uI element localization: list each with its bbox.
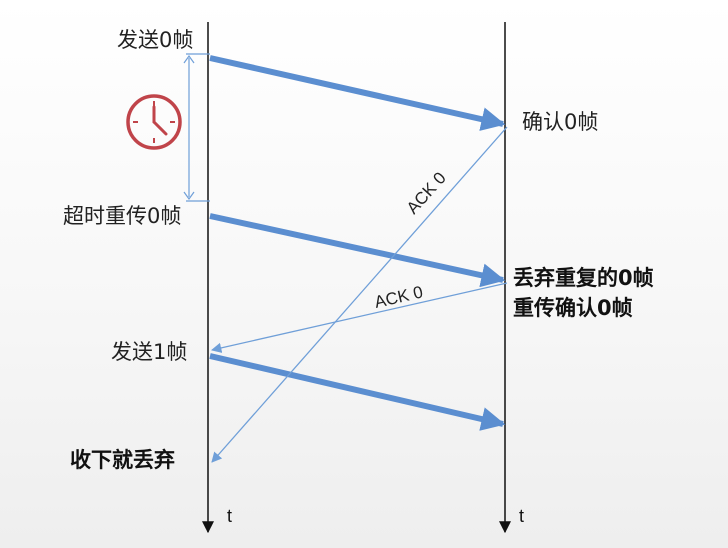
clock-icon [126, 94, 182, 150]
send-frame0-label: 发送0帧 [117, 28, 194, 52]
sender-time-label: t [227, 506, 233, 526]
discard-duplicate-label: 丢弃重复的0帧 [513, 266, 654, 290]
frame0-resend-arrow [209, 213, 506, 288]
frame0-arrow [209, 55, 506, 131]
ack0-first-label: ACK 0 [403, 168, 450, 217]
receiver-time-label: t [519, 506, 525, 526]
ack-frame0-label: 确认0帧 [522, 110, 599, 134]
send-frame1-label: 发送1帧 [111, 340, 188, 364]
timeout-interval-bracket [183, 53, 210, 202]
frame1-arrow [209, 353, 506, 431]
ack0-second-line [210, 282, 508, 353]
receive-discard-label: 收下就丢弃 [70, 448, 175, 472]
timeout-resend-label: 超时重传0帧 [63, 204, 182, 228]
resend-ack-label: 重传确认0帧 [513, 296, 633, 320]
ack0-first-line [211, 126, 508, 463]
